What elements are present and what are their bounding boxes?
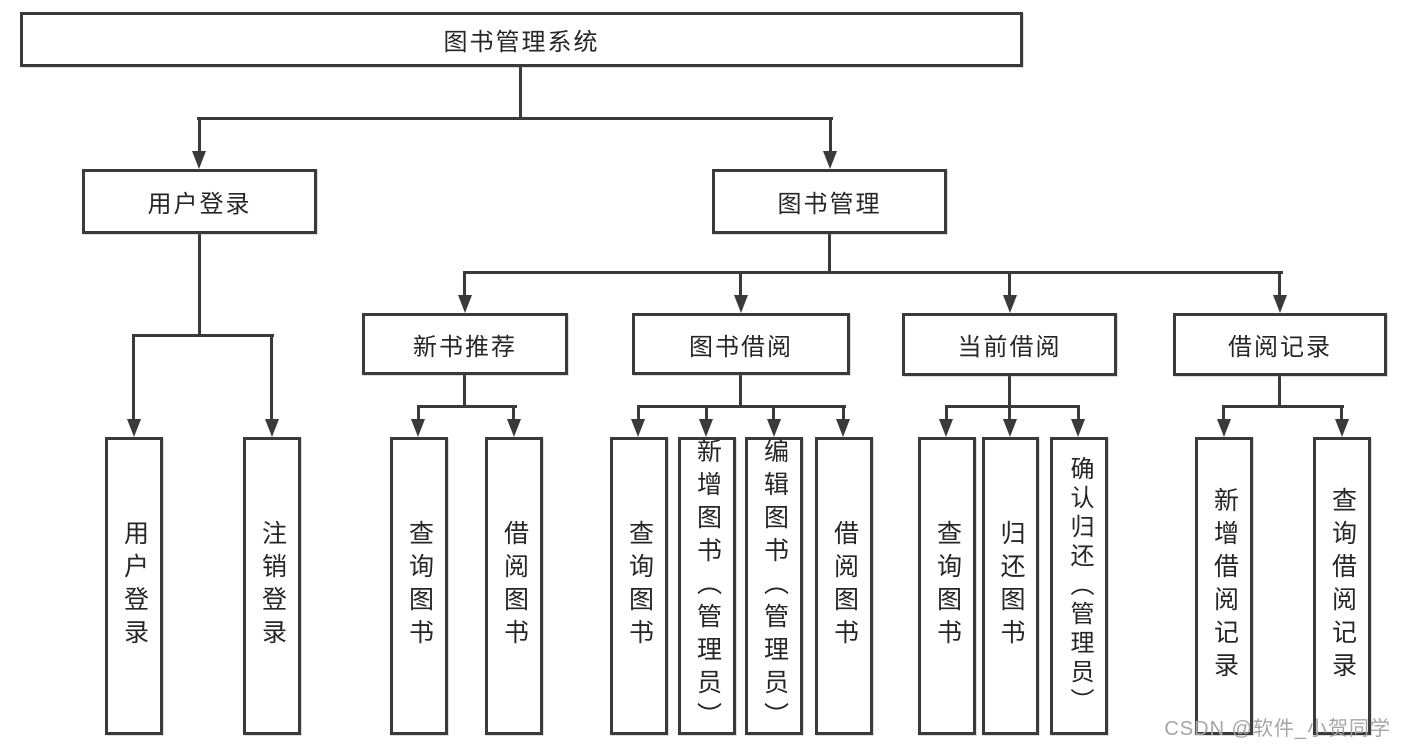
node-user-login: 用户登录 [82,169,317,234]
arrowhead-icon [836,419,850,437]
node-label: 查询图书 [405,520,434,652]
node-new-book-recommendation: 新书推荐 [362,313,568,375]
arrowhead-icon [823,151,837,169]
arrowhead-icon [1273,295,1287,313]
arrowhead-icon [1003,419,1017,437]
arrowhead-icon [192,151,206,169]
connector-line [198,117,201,152]
connector-line [463,271,466,296]
leaf-query-books-current: 查询图书 [918,437,976,735]
arrowhead-icon [411,419,425,437]
connector-line [829,117,832,152]
arrowhead-icon [1217,419,1231,437]
node-label: 查询图书 [625,520,654,652]
node-label: 借阅图书 [500,520,529,652]
node-label: 注销登录 [258,520,287,652]
arrowhead-icon [631,419,645,437]
arrowhead-icon [458,295,472,313]
connector-line [463,271,1283,274]
leaf-add-books-admin: 新增图书（管理员） [678,437,736,735]
node-label: 当前借阅 [957,334,1062,361]
connector-line [705,405,708,420]
connector-line [463,375,466,408]
node-label: 图书借阅 [689,333,793,361]
connector-line [197,117,833,120]
leaf-edit-books-admin: 编辑图书（管理员） [745,437,803,735]
arrowhead-icon [767,419,781,437]
node-label: 新书推荐 [413,333,517,361]
node-book-borrowing: 图书借阅 [632,313,850,375]
node-label: 查询图书 [933,520,962,652]
connector-line [1077,405,1080,420]
node-label: 图书管理 [777,191,882,218]
node-label: 新增图书（管理员） [693,437,722,735]
arrowhead-icon [1071,419,1085,437]
arrowhead-icon [1335,419,1349,437]
connector-line [1008,271,1011,296]
node-label: 借阅图书 [830,520,859,652]
node-borrowing-records: 借阅记录 [1173,313,1387,376]
connector-line [772,405,775,420]
connector-line [828,234,831,274]
leaf-query-books-borrowing: 查询图书 [610,437,668,735]
leaf-return-books: 归还图书 [982,437,1039,735]
arrowhead-icon [1003,295,1017,313]
node-label: 图书管理系统 [443,29,600,56]
connector-line [132,334,135,420]
leaf-query-books-recommend: 查询图书 [390,437,448,735]
connector-line [637,405,846,408]
arrowhead-icon [699,419,713,437]
connector-line [417,405,420,420]
connector-line [1222,405,1225,420]
leaf-borrow-books: 借阅图书 [815,437,873,735]
connector-line [1278,376,1281,408]
connector-line [637,405,640,420]
node-label: 编辑图书（管理员） [760,437,789,735]
node-label: 查询借阅记录 [1328,487,1357,685]
leaf-add-borrow-record: 新增借阅记录 [1195,437,1253,735]
arrowhead-icon [265,419,279,437]
leaf-user-login: 用户登录 [105,437,163,735]
connector-line [417,405,517,408]
connector-line [945,405,1080,408]
connector-line [198,234,201,337]
leaf-query-borrow-record: 查询借阅记录 [1313,437,1371,735]
node-label: 用户登录 [147,191,252,218]
connector-line [739,271,742,296]
arrowhead-icon [127,419,141,437]
node-label: 新增借阅记录 [1210,487,1239,685]
node-label: 用户登录 [120,520,149,652]
watermark: CSDN @软件_小贺同学 [1164,718,1391,740]
node-label: 借阅记录 [1228,334,1332,361]
arrowhead-icon [734,295,748,313]
leaf-borrow-books-recommend: 借阅图书 [485,437,543,735]
connector-line [1008,376,1011,408]
connector-line [512,405,515,420]
node-label: 归还图书 [997,520,1025,652]
connector-line [270,334,273,420]
connector-line [1222,405,1344,408]
node-current-borrowing: 当前借阅 [902,313,1117,376]
node-book-management: 图书管理 [712,169,947,234]
node-label: 确认归还（管理员） [1066,455,1093,717]
connector-line [945,405,948,420]
connector-line [1008,405,1011,420]
connector-line [1340,405,1343,420]
connector-line [132,334,274,337]
connector-line [1278,271,1281,296]
connector-line [519,66,522,120]
connector-line [739,374,742,408]
leaf-logout: 注销登录 [243,437,301,735]
arrowhead-icon [507,419,521,437]
arrowhead-icon [939,419,953,437]
node-book-management-system: 图书管理系统 [20,12,1023,67]
connector-line [842,405,845,420]
leaf-confirm-return-admin: 确认归还（管理员） [1050,437,1108,735]
